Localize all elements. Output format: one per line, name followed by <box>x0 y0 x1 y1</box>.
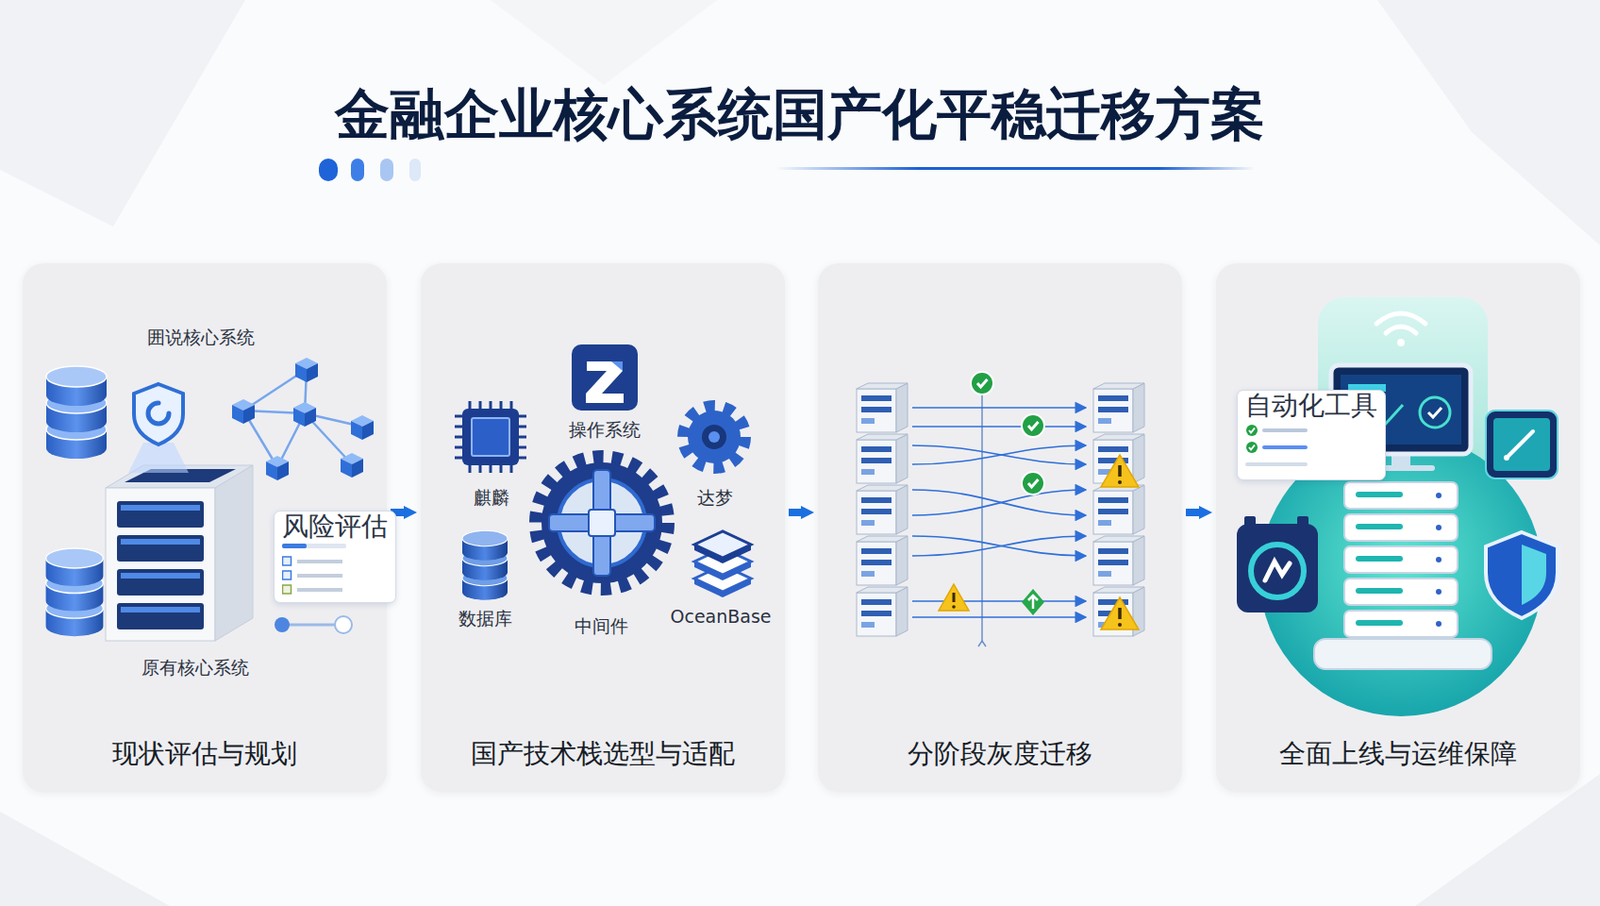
oceanbase-icon <box>694 531 751 598</box>
target-servers <box>1093 383 1145 636</box>
risk-checklist <box>282 541 347 597</box>
stage-caption: 全面上线与运维保障 <box>1216 734 1581 773</box>
title-dot <box>409 158 421 182</box>
stage-caption: 国产技术栈选型与适配 <box>420 734 785 773</box>
stage-panel: 全面上线与运维保障 自动化工具 <box>1216 263 1581 792</box>
robot-box <box>1236 516 1318 613</box>
shield-icon <box>133 383 184 445</box>
icon-label: 数据库 <box>458 606 513 630</box>
operations-illustration <box>1216 263 1581 792</box>
tool-checklist <box>1245 420 1312 474</box>
migration-illustration <box>817 263 1183 792</box>
icon-label: 麒麟 <box>473 485 510 509</box>
check-mark <box>970 371 1045 495</box>
stage-caption: 现状评估与规划 <box>22 734 387 773</box>
techstack-illustration <box>420 263 785 792</box>
flow-arrow <box>788 508 801 517</box>
database-icon <box>46 548 104 636</box>
database-icon <box>462 530 508 600</box>
title-rule <box>775 166 1255 170</box>
icon-label: 中间件 <box>574 614 629 637</box>
os-logo <box>571 344 638 411</box>
tick <box>978 640 986 647</box>
stage-panel: 国产技术栈选型与适配 <box>420 263 785 792</box>
icon-label: 原有核心系统 <box>141 655 250 679</box>
icon-label: 囲说核心系统 <box>147 325 255 349</box>
title-dot <box>350 158 365 182</box>
network-graph <box>232 357 374 481</box>
security-shield <box>1485 532 1558 618</box>
cutover-line <box>981 374 984 643</box>
toggle-icon <box>274 616 352 634</box>
source-servers <box>856 383 908 636</box>
stage-caption: 分阶段灰度迁移 <box>817 734 1183 773</box>
tool-card: 自动化工具 <box>1236 389 1386 481</box>
icon-label: 达梦 <box>697 485 734 509</box>
gear-icon <box>683 405 746 468</box>
rollback-icon <box>1021 588 1045 616</box>
title-dot <box>380 158 394 182</box>
title-dot <box>318 158 338 182</box>
card-title: 自动化工具 <box>1245 396 1378 416</box>
server-box <box>105 465 253 641</box>
card-title: 风险评估 <box>282 516 388 536</box>
light-beam <box>128 442 189 473</box>
warning-icon <box>938 454 1139 630</box>
wifi-icon <box>1376 313 1426 347</box>
chip-icon <box>454 400 527 473</box>
stage-panel: 分阶段灰度迁移 <box>817 263 1183 792</box>
tablet-icon <box>1485 410 1558 479</box>
database-icon <box>46 366 107 459</box>
traffic-lines <box>912 407 1086 617</box>
risk-card: 风险评估 <box>273 510 397 603</box>
icon-label: 操作系统 <box>568 417 641 441</box>
icon-label: OceanBase <box>669 604 771 628</box>
flow-arrow <box>1185 508 1200 517</box>
diagram-title: 金融企业核心系统国产化平稳迁移方案 <box>0 83 1600 147</box>
server-tower <box>1314 482 1492 669</box>
middleware-gear <box>535 456 668 589</box>
